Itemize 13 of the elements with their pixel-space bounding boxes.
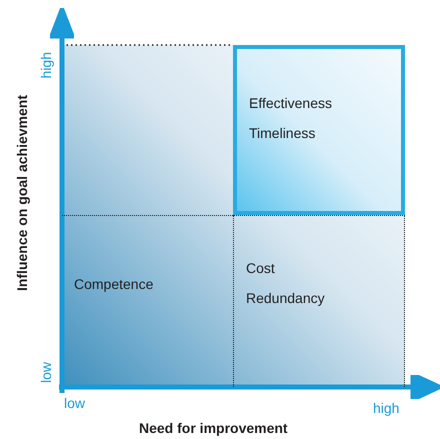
axis-tick-label: low	[38, 362, 54, 384]
quadrant-label: Timeliness	[249, 125, 316, 141]
quadrant-label: Cost	[246, 260, 275, 276]
axis-tick-label: high	[38, 52, 54, 78]
quadrant-label: Effectiveness	[249, 95, 332, 111]
quadrant-label: Competence	[74, 276, 154, 292]
axis-tick-label: high	[373, 400, 400, 416]
quadrant-area	[233, 215, 405, 387]
axis-title: Need for improvement	[139, 420, 288, 436]
axis-tick-label: low	[64, 395, 86, 411]
axis-title: Influence on goal achievment	[14, 95, 30, 292]
quadrant-label: Redundancy	[246, 290, 325, 306]
highlight-box	[233, 45, 405, 215]
